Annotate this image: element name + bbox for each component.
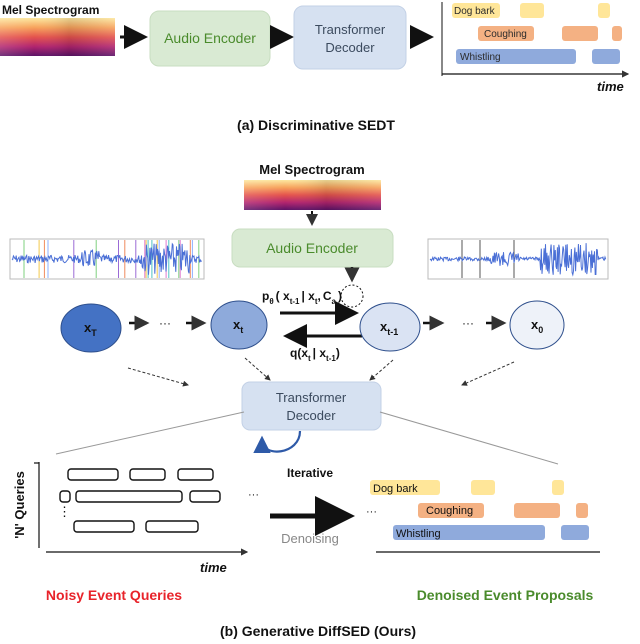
proposal-coughing-label: Coughing bbox=[426, 505, 473, 517]
query-bar bbox=[177, 468, 214, 481]
top-time-label: time bbox=[597, 79, 624, 94]
condition-dashed-circle bbox=[340, 284, 364, 308]
top-event-whistling-1 bbox=[456, 49, 576, 64]
top-event-coughing-2 bbox=[562, 26, 598, 41]
queries-axis-label: 'N' Queries bbox=[12, 471, 27, 539]
top-section: Mel Spectrogram Audio Encoder Transforme… bbox=[0, 2, 630, 133]
iterative-loop-arrow bbox=[253, 430, 302, 454]
noisy-waveform bbox=[9, 238, 205, 280]
query-bar bbox=[145, 520, 199, 533]
node-x-t-minus-1-label: xt-1 bbox=[380, 319, 398, 337]
bottom-decoder-line1: Transformer bbox=[276, 390, 347, 405]
top-event-dogbark-3 bbox=[598, 3, 610, 18]
top-event-coughing-label: Coughing bbox=[484, 29, 527, 40]
query-bar bbox=[67, 468, 119, 481]
bottom-caption: (b) Generative DiffSED (Ours) bbox=[220, 623, 416, 639]
proposal-dogbark-2 bbox=[471, 480, 495, 495]
dashed-arrow-right-inner bbox=[369, 359, 394, 381]
query-bar bbox=[189, 490, 221, 503]
top-event-coughing-3 bbox=[612, 26, 622, 41]
top-event-dogbark-label: Dog bark bbox=[454, 6, 496, 17]
top-event-coughing-1 bbox=[478, 26, 534, 41]
proposal-ellipsis: ··· bbox=[366, 506, 377, 518]
top-audio-encoder-label: Audio Encoder bbox=[164, 30, 256, 46]
proposal-dogbark-label: Dog bark bbox=[373, 483, 418, 495]
proposal-coughing-1 bbox=[418, 503, 484, 518]
denoised-event-proposals-label: Denoised Event Proposals bbox=[417, 587, 594, 603]
proposal-dogbark-3 bbox=[552, 480, 564, 495]
reverse-equation: q(xt| xt-1) bbox=[290, 346, 340, 363]
bottom-audio-encoder-box bbox=[231, 228, 394, 268]
denoising-label: Denoising bbox=[281, 531, 339, 546]
iterative-label: Iterative bbox=[287, 466, 333, 480]
node-x-0-label: x0 bbox=[531, 317, 543, 335]
top-caption: (a) Discriminative SEDT bbox=[237, 117, 395, 133]
clean-waveform bbox=[427, 238, 609, 280]
top-event-whistling-label: Whistling bbox=[460, 52, 501, 63]
top-event-whistling-2 bbox=[592, 49, 620, 64]
forward-equation: pθ( xt-1| xt,Ca) bbox=[262, 289, 342, 306]
node-x-t-minus-1 bbox=[359, 302, 421, 352]
top-mel-spectrogram bbox=[0, 18, 115, 56]
proposal-dogbark-1 bbox=[370, 480, 440, 495]
bottom-decoder-line2: Decoder bbox=[286, 408, 336, 423]
noisy-queries-panel: 'N' Queries ⋮ ··· time bbox=[12, 462, 259, 575]
query-bar bbox=[75, 490, 183, 503]
node-x-T bbox=[60, 303, 122, 353]
denoised-proposals-panel: ··· Dog bark Coughing Whistling bbox=[366, 480, 600, 553]
dashed-arrow-center bbox=[244, 357, 271, 381]
proposal-whistling-2 bbox=[561, 525, 589, 540]
bottom-mel-spectrogram bbox=[244, 180, 381, 210]
top-decoder-line2: Decoder bbox=[325, 40, 375, 55]
proposal-coughing-2 bbox=[514, 503, 560, 518]
bottom-section: Mel Spectrogram Audio Encoder xT ··· bbox=[9, 162, 609, 639]
noisy-event-queries-label: Noisy Event Queries bbox=[46, 587, 182, 603]
top-event-dogbark-2 bbox=[520, 3, 544, 18]
chain-ellipsis-left: ··· bbox=[159, 316, 171, 330]
node-x-t-label: xt bbox=[233, 317, 243, 335]
bottom-spectrogram-label: Mel Spectrogram bbox=[259, 162, 364, 177]
proposal-coughing-3 bbox=[576, 503, 588, 518]
top-decoder-line1: Transformer bbox=[315, 22, 386, 37]
proposal-whistling-label: Whistling bbox=[396, 528, 441, 540]
query-bar bbox=[59, 490, 71, 503]
top-event-dogbark-1 bbox=[452, 3, 500, 18]
top-transformer-decoder-box bbox=[293, 5, 407, 70]
bottom-transformer-decoder-box bbox=[241, 381, 382, 431]
chain-ellipsis-right: ··· bbox=[462, 316, 474, 330]
dashed-arrow-right bbox=[461, 361, 515, 386]
query-bar bbox=[73, 520, 135, 533]
query-ellipsis: ··· bbox=[248, 489, 259, 501]
zoom-line-left bbox=[55, 411, 245, 455]
zoom-line-right bbox=[379, 411, 559, 465]
query-bar bbox=[129, 468, 166, 481]
query-vdots: ⋮ bbox=[58, 504, 71, 519]
bottom-audio-encoder-label: Audio Encoder bbox=[266, 240, 358, 256]
queries-time-label: time bbox=[200, 560, 227, 575]
dashed-arrow-left bbox=[127, 367, 189, 387]
node-x-T-label: xT bbox=[84, 320, 97, 338]
node-x-t bbox=[210, 300, 268, 350]
top-spectrogram-label: Mel Spectrogram bbox=[2, 3, 99, 17]
top-event-output: Dog bark Coughing Whistling time bbox=[441, 2, 630, 94]
node-x-0 bbox=[509, 300, 565, 350]
proposal-whistling-1 bbox=[393, 525, 545, 540]
